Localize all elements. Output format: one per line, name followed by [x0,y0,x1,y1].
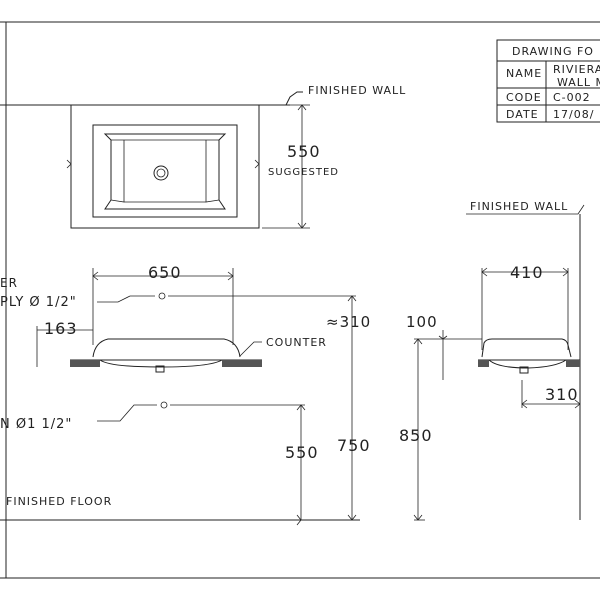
drain-height-dim: 550 [285,443,319,462]
top-view: FINISHED WALL 550 SUGGESTED [0,84,406,229]
front-view: 650 ER PLY Ø 1/2" 163 COUNTER ≈310 N Ø1 … [0,263,371,526]
top-depth-dim: 550 [287,142,321,161]
counter-label: COUNTER [266,336,327,349]
water-supply-label: ER [0,276,18,290]
side-top-dim: 100 [406,313,438,331]
side-view: FINISHED WALL 410 100 850 310 [399,200,585,521]
side-wall-label: FINISHED WALL [470,200,568,213]
counter-left-section [70,360,100,367]
name-value-line2: WALL M [557,76,600,89]
date-value: 17/08/ [553,108,594,121]
code-value: C-002 [553,91,591,104]
side-depth-dim: 310 [545,385,579,404]
basin-profile-front [92,338,241,358]
drain-tail [155,365,165,373]
supply-size-label: PLY Ø 1/2" [0,295,77,310]
date-label: DATE [506,108,539,121]
front-approx-dim: ≈310 [326,313,371,331]
side-counter-right [566,360,580,367]
front-width-dim: 650 [148,263,182,282]
counter-right-section [222,360,262,367]
title-block-header: DRAWING FO [512,45,594,58]
top-wall-label: FINISHED WALL [308,84,406,97]
name-label: NAME [506,67,542,80]
code-label: CODE [506,91,542,104]
side-height-dim: 850 [399,426,433,445]
drain-size-label: N Ø1 1/2" [0,417,72,432]
side-width-dim: 410 [510,263,544,282]
basin-inner-top [103,133,227,210]
front-offset-dim: 163 [44,319,78,338]
title-block: DRAWING FO NAME RIVIERA WALL M CODE C-00… [496,39,600,123]
top-depth-note: SUGGESTED [268,167,339,178]
name-value: RIVIERA [553,63,600,76]
finished-floor-label: FINISHED FLOOR [6,495,112,508]
basin-profile-side [481,338,572,358]
drawing-frame [0,21,600,579]
counter-height-dim: 750 [337,436,371,455]
counter-outline-top [70,104,260,229]
drain-hole [153,165,169,181]
basin-outer-top [92,124,238,218]
side-counter-left [478,360,489,367]
